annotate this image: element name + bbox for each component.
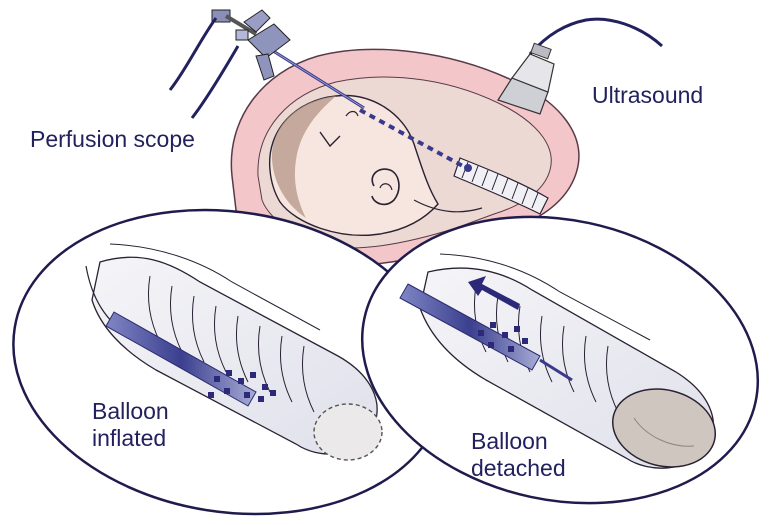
label-balloon-detached: Balloon detached	[471, 428, 566, 482]
label-balloon-detached-line2: detached	[471, 455, 566, 482]
label-ultrasound: Ultrasound	[592, 82, 703, 109]
balloon-left	[314, 404, 382, 460]
label-perfusion-scope: Perfusion scope	[30, 126, 195, 153]
label-balloon-detached-line1: Balloon	[471, 428, 566, 455]
label-balloon-inflated-line2: inflated	[92, 425, 169, 452]
label-balloon-inflated-line1: Balloon	[92, 398, 169, 425]
label-balloon-inflated: Balloon inflated	[92, 398, 169, 452]
